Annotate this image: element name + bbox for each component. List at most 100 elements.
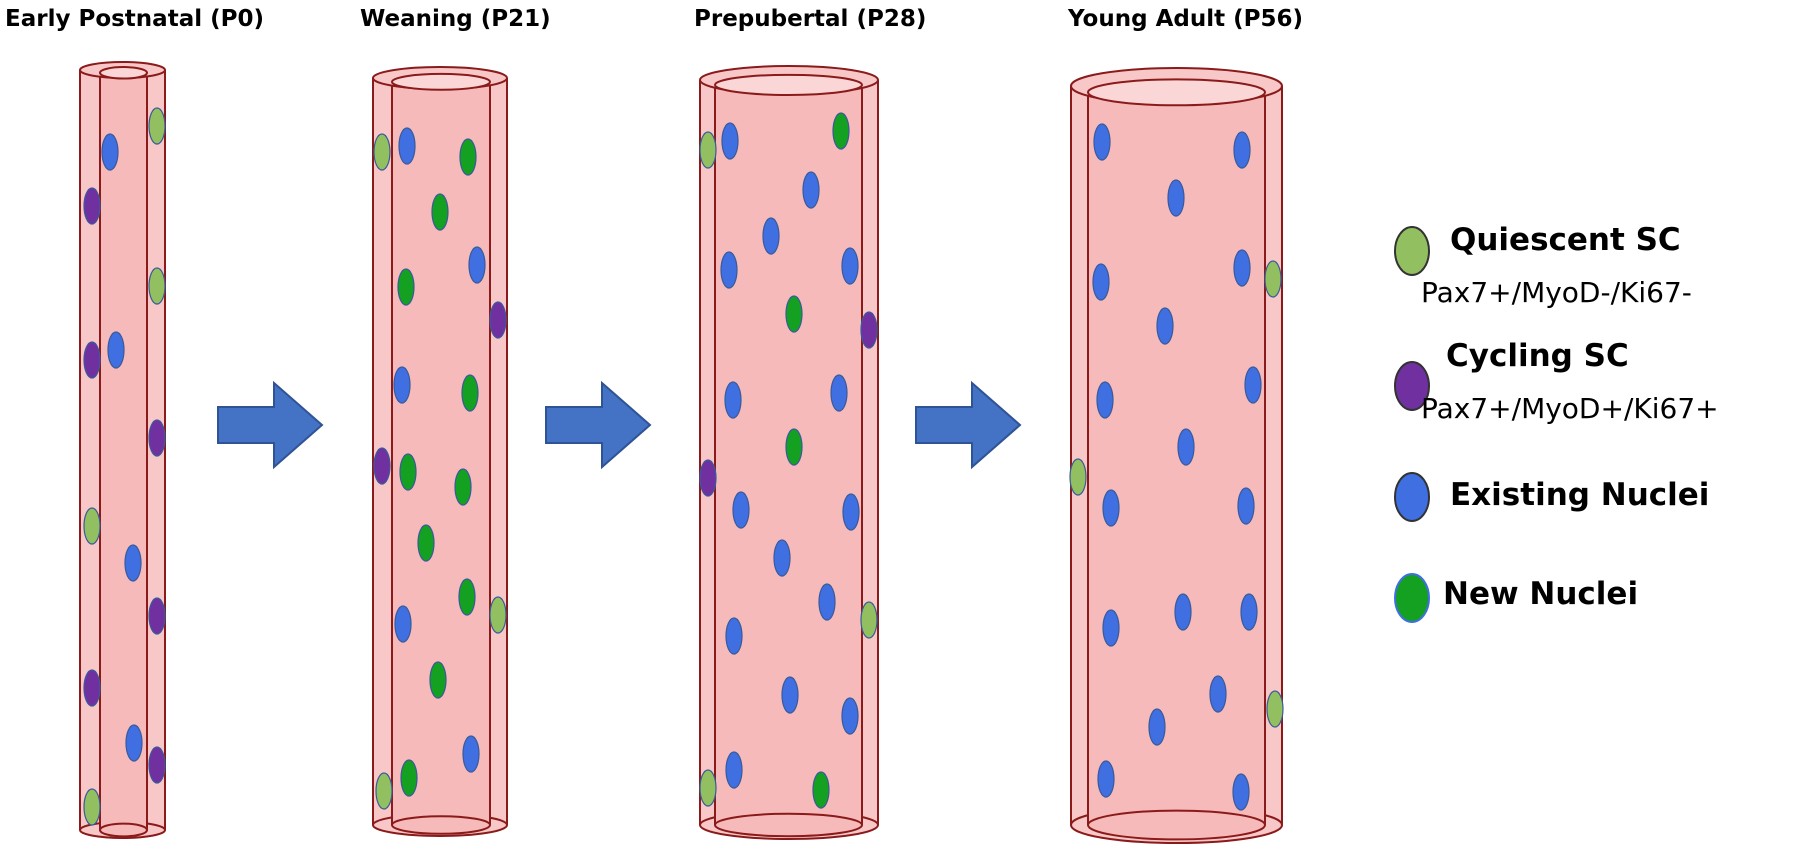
fiber-2-quiescent-sc-17	[375, 772, 393, 810]
legend-new-title: New Nuclei	[1443, 576, 1639, 612]
fiber-1-cycling-sc-13	[148, 746, 166, 784]
fiber-4-existing-nucleus-1	[1233, 131, 1251, 169]
fiber-2-new-nucleus-13	[429, 661, 447, 699]
fiber-3-quiescent-sc-21	[699, 769, 717, 807]
legend-existing-title: Existing Nuclei	[1450, 477, 1710, 513]
fiber-3-new-nucleus-15	[832, 112, 850, 150]
fiber-1-cycling-sc-9	[83, 341, 101, 379]
fiber-4-existing-nucleus-9	[1102, 489, 1120, 527]
fiber-3-cycling-sc-23	[699, 459, 717, 497]
fiber-2-existing-nucleus-1	[468, 246, 486, 284]
fiber-3-existing-nucleus-6	[830, 374, 848, 412]
fiber-2-existing-nucleus-2	[393, 366, 411, 404]
fiber-4-existing-nucleus-14	[1209, 675, 1227, 713]
fiber-4-existing-nucleus-13	[1240, 593, 1258, 631]
stage-title-p21: Weaning (P21)	[360, 6, 551, 32]
fiber-2-new-nucleus-10	[454, 468, 472, 506]
fiber-3-inner-bottom	[714, 812, 863, 838]
fiber-2-quiescent-sc-16	[489, 596, 507, 634]
fiber-3-existing-nucleus-8	[842, 493, 860, 531]
fiber-3-existing-nucleus-10	[818, 583, 836, 621]
fiber-4-existing-nucleus-15	[1148, 708, 1166, 746]
fiber-1-existing-nucleus-1	[107, 331, 125, 369]
fiber-1-cycling-sc-8	[83, 187, 101, 225]
fiber-4-quiescent-sc-18	[1264, 260, 1282, 298]
fiber-1-quiescent-sc-5	[148, 267, 166, 305]
fiber-2-new-nucleus-6	[431, 193, 449, 231]
fiber-4-existing-nucleus-2	[1167, 179, 1185, 217]
fiber-2-inner-top	[391, 72, 491, 91]
fiber-4-existing-nucleus-5	[1156, 307, 1174, 345]
fiber-1-cycling-sc-10	[148, 419, 166, 457]
fiber-4-existing-nucleus-6	[1096, 381, 1114, 419]
fiber-2-existing-nucleus-3	[394, 605, 412, 643]
fiber-2-existing-nucleus-0	[398, 127, 416, 165]
fiber-1-quiescent-sc-7	[83, 788, 101, 826]
fiber-3-quiescent-sc-20	[860, 601, 878, 639]
fiber-4-quiescent-sc-20	[1266, 690, 1284, 728]
fiber-3-existing-nucleus-0	[721, 122, 739, 160]
fiber-3-existing-nucleus-2	[762, 217, 780, 255]
fiber-2-new-nucleus-5	[459, 138, 477, 176]
fiber-2-new-nucleus-14	[400, 759, 418, 797]
stage-title-p0: Early Postnatal (P0)	[5, 6, 264, 32]
stage-title-p28: Prepubertal (P28)	[694, 6, 927, 32]
fiber-2-new-nucleus-12	[458, 578, 476, 616]
fiber-2-new-nucleus-9	[399, 453, 417, 491]
fiber-4-existing-nucleus-17	[1232, 773, 1250, 811]
fiber-4-quiescent-sc-19	[1069, 458, 1087, 496]
fiber-1-quiescent-sc-6	[83, 507, 101, 545]
purple-oval-icon	[1394, 361, 1430, 411]
stage-arrow-2	[545, 380, 652, 470]
fiber-3-existing-nucleus-13	[841, 697, 859, 735]
fiber-1-existing-nucleus-3	[125, 724, 143, 762]
fiber-1-inner-bottom	[99, 822, 148, 838]
fiber-3-cycling-sc-22	[860, 311, 878, 349]
fiber-3-existing-nucleus-3	[720, 251, 738, 289]
fiber-3-existing-nucleus-4	[841, 247, 859, 285]
fiber-3-existing-nucleus-7	[732, 491, 750, 529]
fiber-1-inner-body	[100, 72, 147, 831]
fiber-4-existing-nucleus-8	[1177, 428, 1195, 466]
fiber-2-inner-bottom	[391, 815, 491, 835]
fiber-2-cycling-sc-18	[489, 301, 507, 339]
fiber-3-existing-nucleus-14	[725, 751, 743, 789]
fiber-1-inner-top	[99, 66, 148, 80]
fiber-4-existing-nucleus-3	[1092, 263, 1110, 301]
green-nucleus-icon	[1394, 573, 1430, 623]
fiber-3-new-nucleus-17	[785, 428, 803, 466]
fiber-4-existing-nucleus-16	[1097, 760, 1115, 798]
fiber-2-inner-body	[392, 81, 490, 826]
stage-arrow-1	[217, 380, 324, 470]
fiber-4-inner-bottom	[1087, 809, 1266, 841]
fiber-3-existing-nucleus-1	[802, 171, 820, 209]
fiber-1-existing-nucleus-2	[124, 544, 142, 582]
fiber-2-new-nucleus-8	[461, 374, 479, 412]
fiber-3-inner-top	[714, 73, 863, 96]
fiber-4-existing-nucleus-11	[1174, 593, 1192, 631]
fiber-3-existing-nucleus-12	[781, 676, 799, 714]
legend-cycling-subtitle: Pax7+/MyoD+/Ki67+	[1421, 392, 1719, 425]
fiber-4-existing-nucleus-10	[1237, 487, 1255, 525]
fiber-3-quiescent-sc-19	[699, 131, 717, 169]
fiber-1-cycling-sc-12	[83, 669, 101, 707]
fiber-3-existing-nucleus-9	[773, 539, 791, 577]
stage-title-p56: Young Adult (P56)	[1068, 6, 1303, 32]
legend-cycling-title: Cycling SC	[1446, 338, 1629, 374]
fiber-4-existing-nucleus-7	[1244, 366, 1262, 404]
fiber-1-cycling-sc-11	[148, 597, 166, 635]
fiber-4-existing-nucleus-0	[1093, 123, 1111, 161]
fiber-2-cycling-sc-19	[373, 447, 391, 485]
fiber-4-existing-nucleus-4	[1233, 249, 1251, 287]
fiber-2-new-nucleus-11	[417, 524, 435, 562]
fiber-3-existing-nucleus-11	[725, 617, 743, 655]
fiber-2-new-nucleus-7	[397, 268, 415, 306]
fiber-3-new-nucleus-16	[785, 295, 803, 333]
blue-oval-icon	[1394, 472, 1430, 522]
fiber-2-existing-nucleus-4	[462, 735, 480, 773]
fiber-3-existing-nucleus-5	[724, 381, 742, 419]
fiber-1-quiescent-sc-4	[148, 107, 166, 145]
fiber-1-existing-nucleus-0	[101, 133, 119, 171]
fiber-2-quiescent-sc-15	[373, 133, 391, 171]
